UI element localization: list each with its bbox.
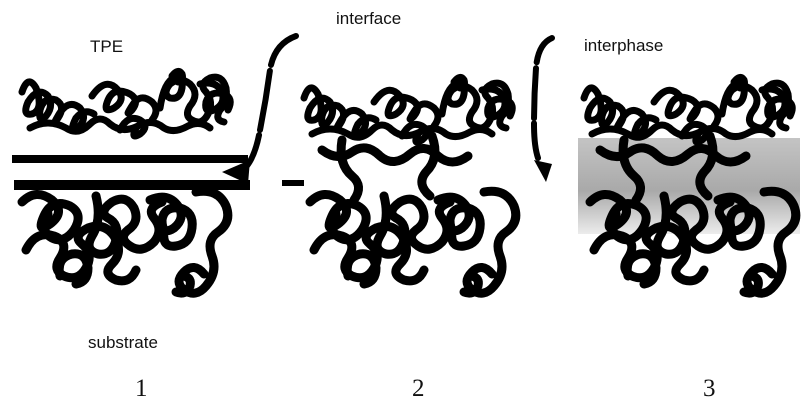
label-substrate: substrate — [88, 333, 158, 352]
panel-number-3: 3 — [703, 375, 716, 402]
substrate-chains — [310, 191, 516, 293]
panel-2 — [282, 77, 516, 293]
arrowhead-icon — [534, 160, 552, 182]
panel-number-1: 1 — [135, 375, 148, 402]
panel-1 — [12, 71, 250, 293]
tpe-chains — [584, 77, 792, 142]
panel-3 — [578, 77, 800, 293]
panel-number-2: 2 — [412, 375, 425, 402]
tpe-chains — [22, 71, 230, 136]
substrate-chains — [22, 191, 228, 293]
interface-line-lower — [14, 180, 250, 190]
label-interphase: interphase — [584, 36, 663, 55]
interphase-arrow — [534, 38, 552, 182]
tpe-chains — [304, 77, 512, 142]
interface-line-upper — [12, 155, 248, 163]
label-tpe: TPE — [90, 37, 123, 56]
interface-line-stub — [282, 180, 304, 186]
label-interface: interface — [336, 9, 401, 28]
